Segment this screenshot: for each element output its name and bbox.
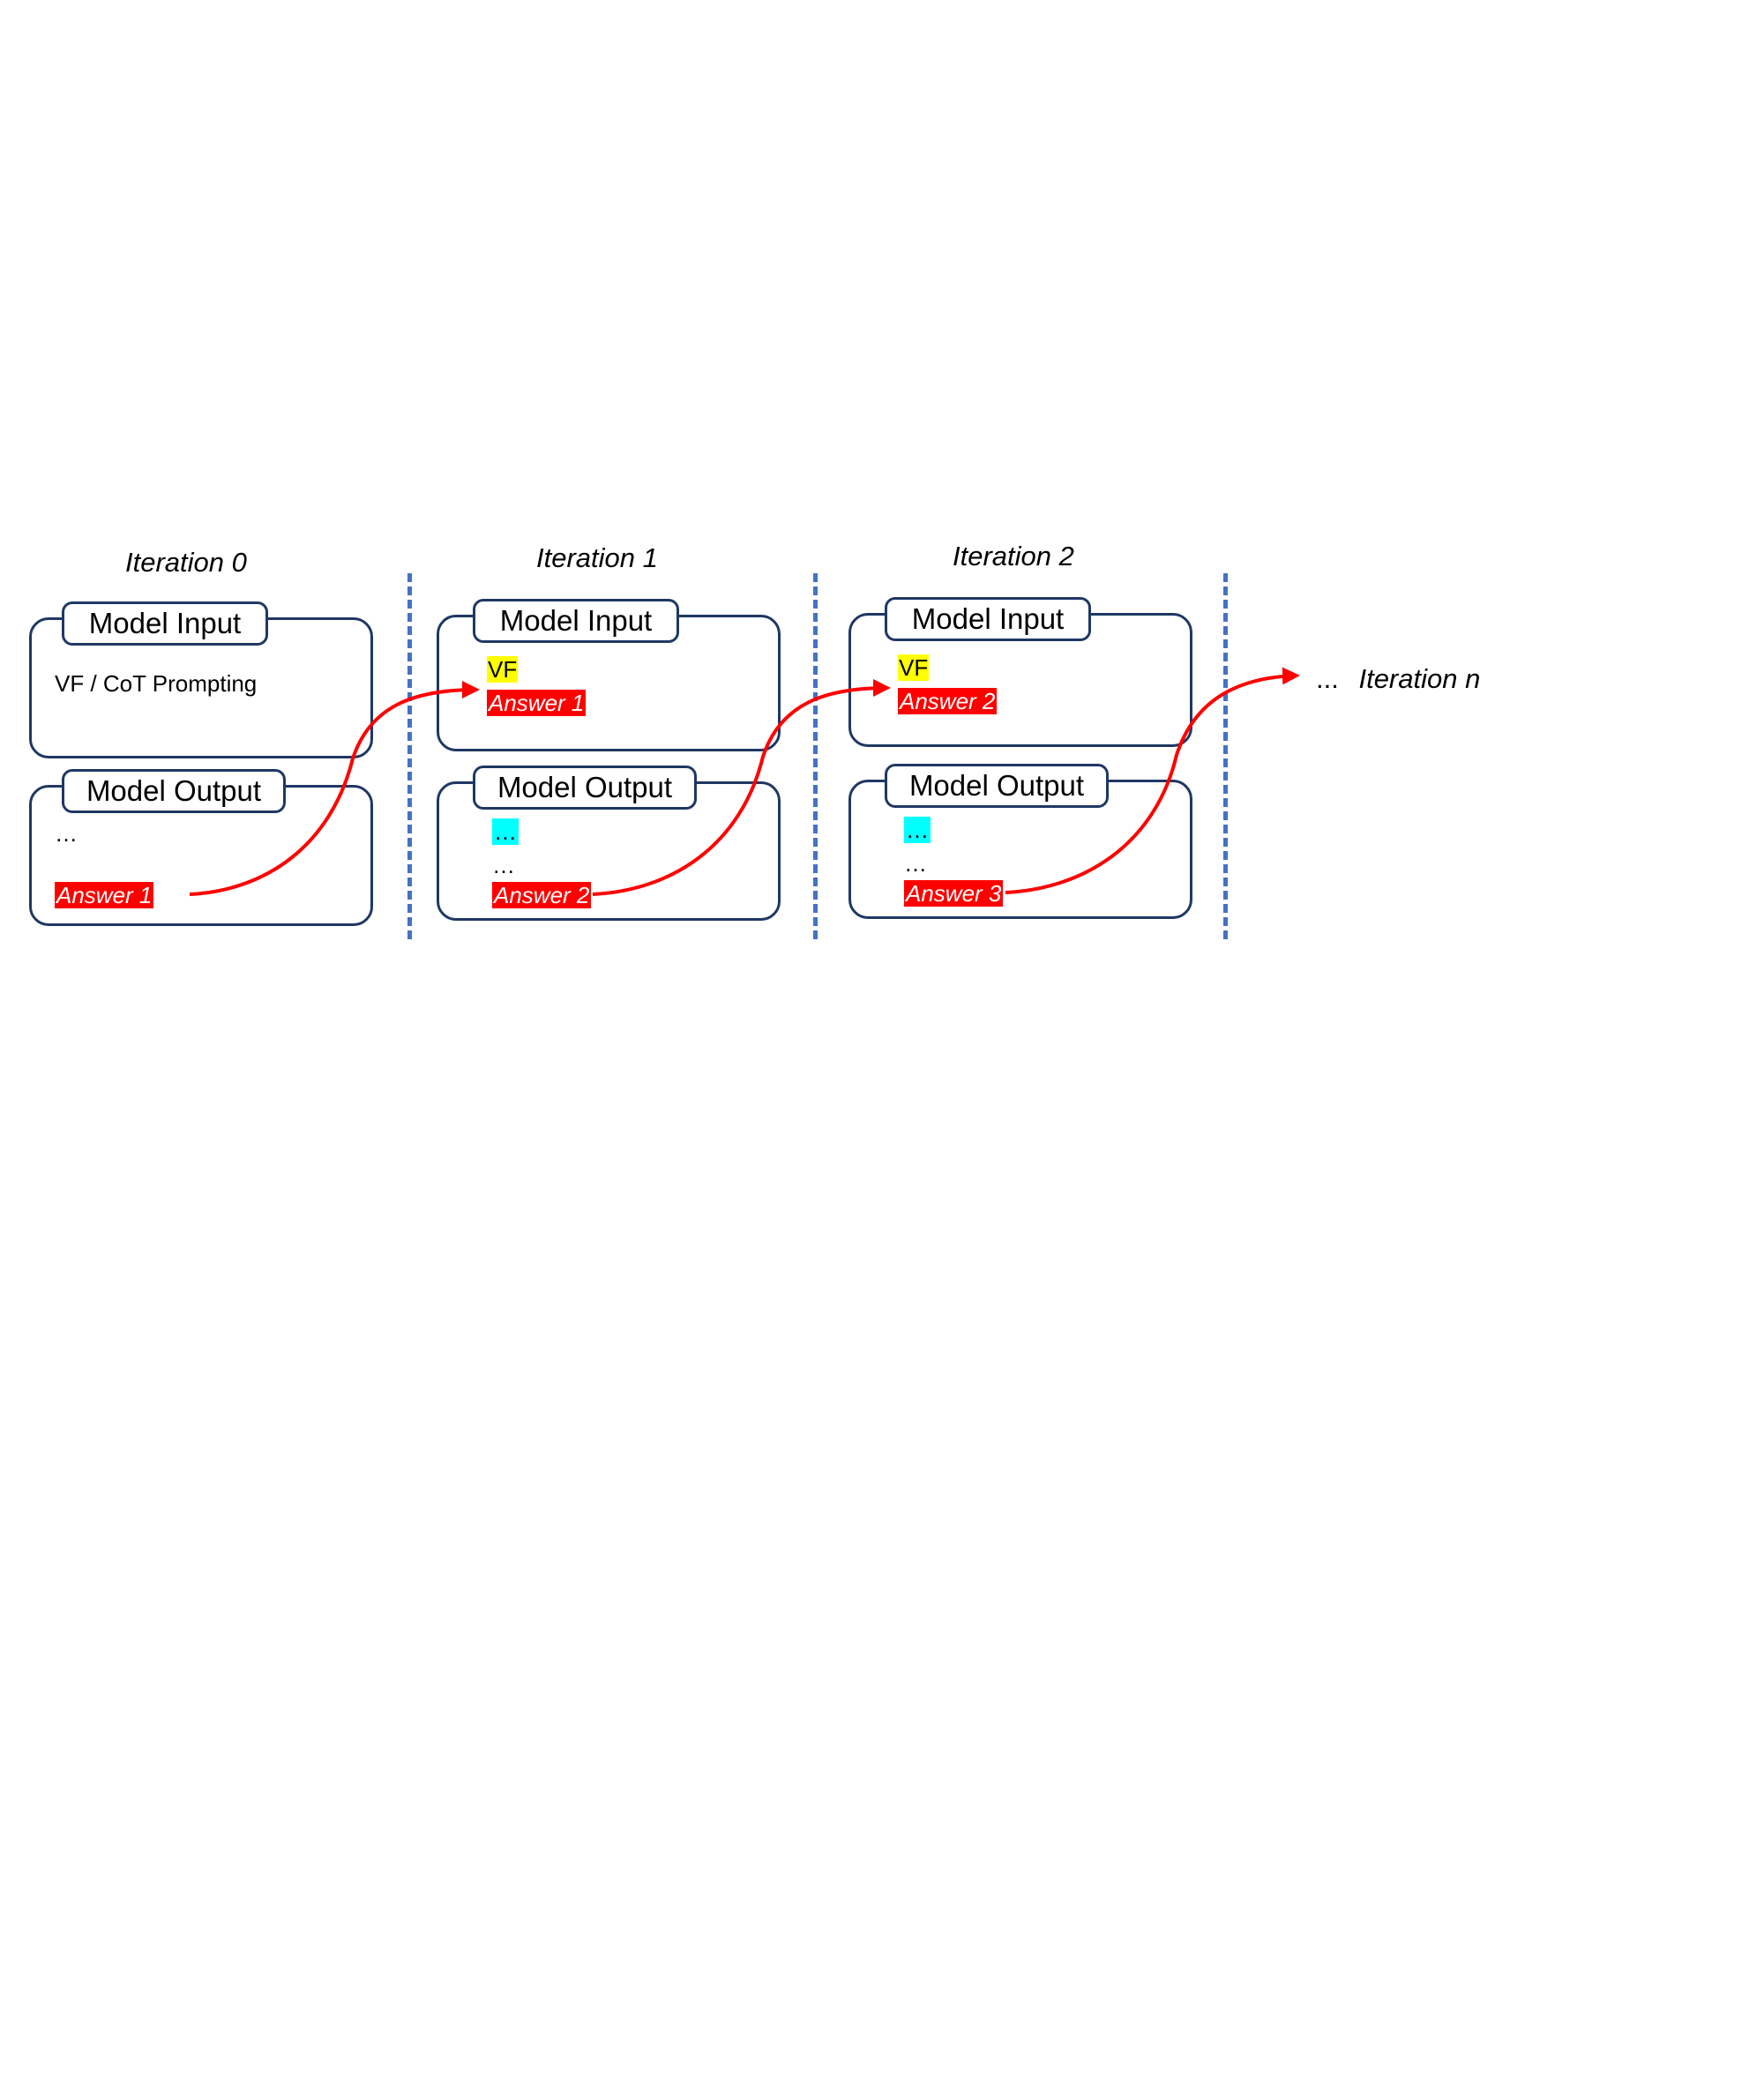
iteration-n-ellipsis: ... bbox=[1316, 663, 1339, 694]
answer-badge-input-1: Answer 1 bbox=[487, 690, 587, 716]
model-output-line-1-1: … bbox=[492, 852, 515, 879]
model-input-line-0-0: VF / CoT Prompting bbox=[55, 670, 257, 698]
model-output-line-1-0: … bbox=[492, 818, 519, 846]
column-divider-3 bbox=[1223, 573, 1228, 939]
model-input-line-2-0: VF bbox=[898, 654, 930, 682]
model-output-line-0-0: … bbox=[55, 820, 78, 848]
column-divider-1 bbox=[407, 573, 412, 939]
model-input-line-1-0: VF bbox=[487, 656, 519, 683]
model-input-tab-0: Model Input bbox=[62, 601, 268, 646]
iteration-n-text: Iteration n bbox=[1358, 663, 1481, 694]
output-ellipsis-2: … bbox=[904, 850, 927, 877]
answer-badge-input-2: Answer 2 bbox=[898, 688, 998, 714]
vf-badge-1: VF bbox=[487, 656, 519, 683]
dots-badge-1: … bbox=[492, 818, 519, 845]
model-output-line-2-1: … bbox=[904, 850, 927, 878]
model-output-tab-2: Model Output bbox=[885, 764, 1109, 808]
model-output-line-2-0: … bbox=[904, 817, 931, 844]
model-output-line-2-2: Answer 3 bbox=[904, 880, 1004, 908]
dots-badge-2: … bbox=[904, 817, 931, 843]
input-prompt-text-0: VF / CoT Prompting bbox=[55, 670, 258, 697]
model-input-tab-1: Model Input bbox=[473, 599, 679, 643]
output-ellipsis-1: … bbox=[492, 852, 515, 878]
output-ellipsis-0: … bbox=[55, 820, 78, 847]
model-input-line-1-1: Answer 1 bbox=[487, 690, 587, 717]
answer-badge-2: Answer 3 bbox=[904, 880, 1004, 907]
answer-badge-0: Answer 1 bbox=[55, 882, 154, 908]
model-output-tab-0: Model Output bbox=[62, 769, 286, 813]
answer-badge-1: Answer 2 bbox=[492, 882, 592, 908]
vf-badge-2: VF bbox=[898, 654, 930, 681]
column-divider-2 bbox=[813, 573, 818, 939]
model-input-line-2-1: Answer 2 bbox=[898, 688, 998, 715]
model-output-tab-1: Model Output bbox=[473, 766, 697, 810]
iteration-title-1: Iteration 1 bbox=[536, 542, 658, 573]
model-output-line-0-1: Answer 1 bbox=[55, 882, 154, 909]
iteration-title-2: Iteration 2 bbox=[953, 541, 1074, 571]
iteration-title-0: Iteration 0 bbox=[125, 547, 247, 578]
iteration-n-label: ... Iteration n bbox=[1316, 663, 1480, 695]
model-output-line-1-2: Answer 2 bbox=[492, 882, 592, 909]
model-input-tab-2: Model Input bbox=[885, 597, 1091, 641]
